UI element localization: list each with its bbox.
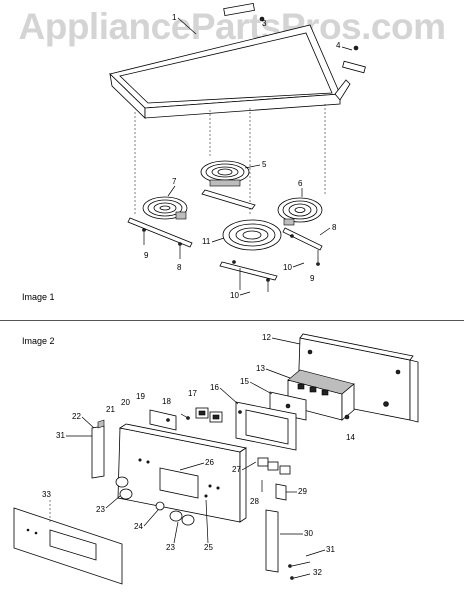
callout-11: 11	[202, 237, 211, 246]
callout-18: 18	[162, 397, 171, 406]
surface-element-5	[200, 160, 256, 210]
callout-14: 14	[346, 433, 355, 442]
callouts-image-2: 12 13 15 16 17 18 19 20 21 22 31 14 26 2…	[42, 333, 355, 577]
knobs-23	[115, 476, 195, 526]
surface-element-7	[127, 196, 193, 259]
surface-element-6	[277, 197, 323, 266]
callout-26a: 26	[205, 458, 214, 467]
callout-15: 15	[240, 377, 249, 386]
callout-22: 22	[72, 412, 81, 421]
callout-9b: 9	[310, 274, 315, 283]
callout-7: 7	[172, 177, 177, 186]
callout-31b: 31	[326, 545, 335, 554]
callout-16: 16	[210, 383, 219, 392]
callouts-image-1: 1 3 4 5 7 6 8 9 8 11 10 9 10	[144, 13, 353, 300]
side-trim-22	[91, 419, 105, 479]
callout-5: 5	[262, 160, 267, 169]
switches-17	[195, 407, 223, 423]
callout-30: 30	[304, 529, 313, 538]
callout-31a: 31	[56, 431, 65, 440]
control-glass-33	[13, 500, 123, 585]
callout-12: 12	[262, 333, 271, 342]
display-16	[235, 401, 297, 451]
callout-24: 24	[134, 522, 143, 531]
section-divider	[0, 320, 464, 321]
switches-27	[257, 457, 291, 492]
top-trim-bracket	[223, 2, 366, 101]
callout-8b: 8	[177, 263, 182, 272]
callout-32: 32	[313, 568, 322, 577]
callout-26b: 28	[250, 497, 259, 506]
callout-4: 4	[336, 41, 341, 50]
control-board-13	[287, 369, 355, 421]
callout-8a: 8	[332, 223, 337, 232]
callout-17: 17	[188, 389, 197, 398]
guide-lines	[134, 104, 326, 215]
section-label-image-1: Image 1	[22, 292, 55, 302]
callout-1: 1	[172, 13, 177, 22]
callout-6: 6	[298, 179, 303, 188]
callout-20: 20	[121, 398, 130, 407]
callout-23a: 23	[96, 505, 105, 514]
bracket-19	[149, 409, 190, 431]
callout-9a: 9	[144, 251, 149, 260]
cooktop-glass	[109, 24, 341, 119]
section-label-image-2: Image 2	[22, 336, 55, 346]
surface-element-11	[219, 219, 282, 292]
callout-23b: 23	[166, 543, 175, 552]
callout-10a: 10	[283, 263, 292, 272]
callout-13: 13	[256, 364, 265, 373]
callout-19: 19	[136, 392, 145, 401]
callout-10b: 10	[230, 291, 239, 300]
callout-27: 27	[232, 465, 241, 474]
control-panel-21	[117, 423, 248, 523]
side-trim-30	[265, 483, 311, 580]
callout-3: 3	[262, 19, 267, 28]
callout-29: 29	[298, 487, 307, 496]
callout-25: 25	[204, 543, 213, 552]
callout-21: 21	[106, 405, 115, 414]
callout-33: 33	[42, 490, 51, 499]
